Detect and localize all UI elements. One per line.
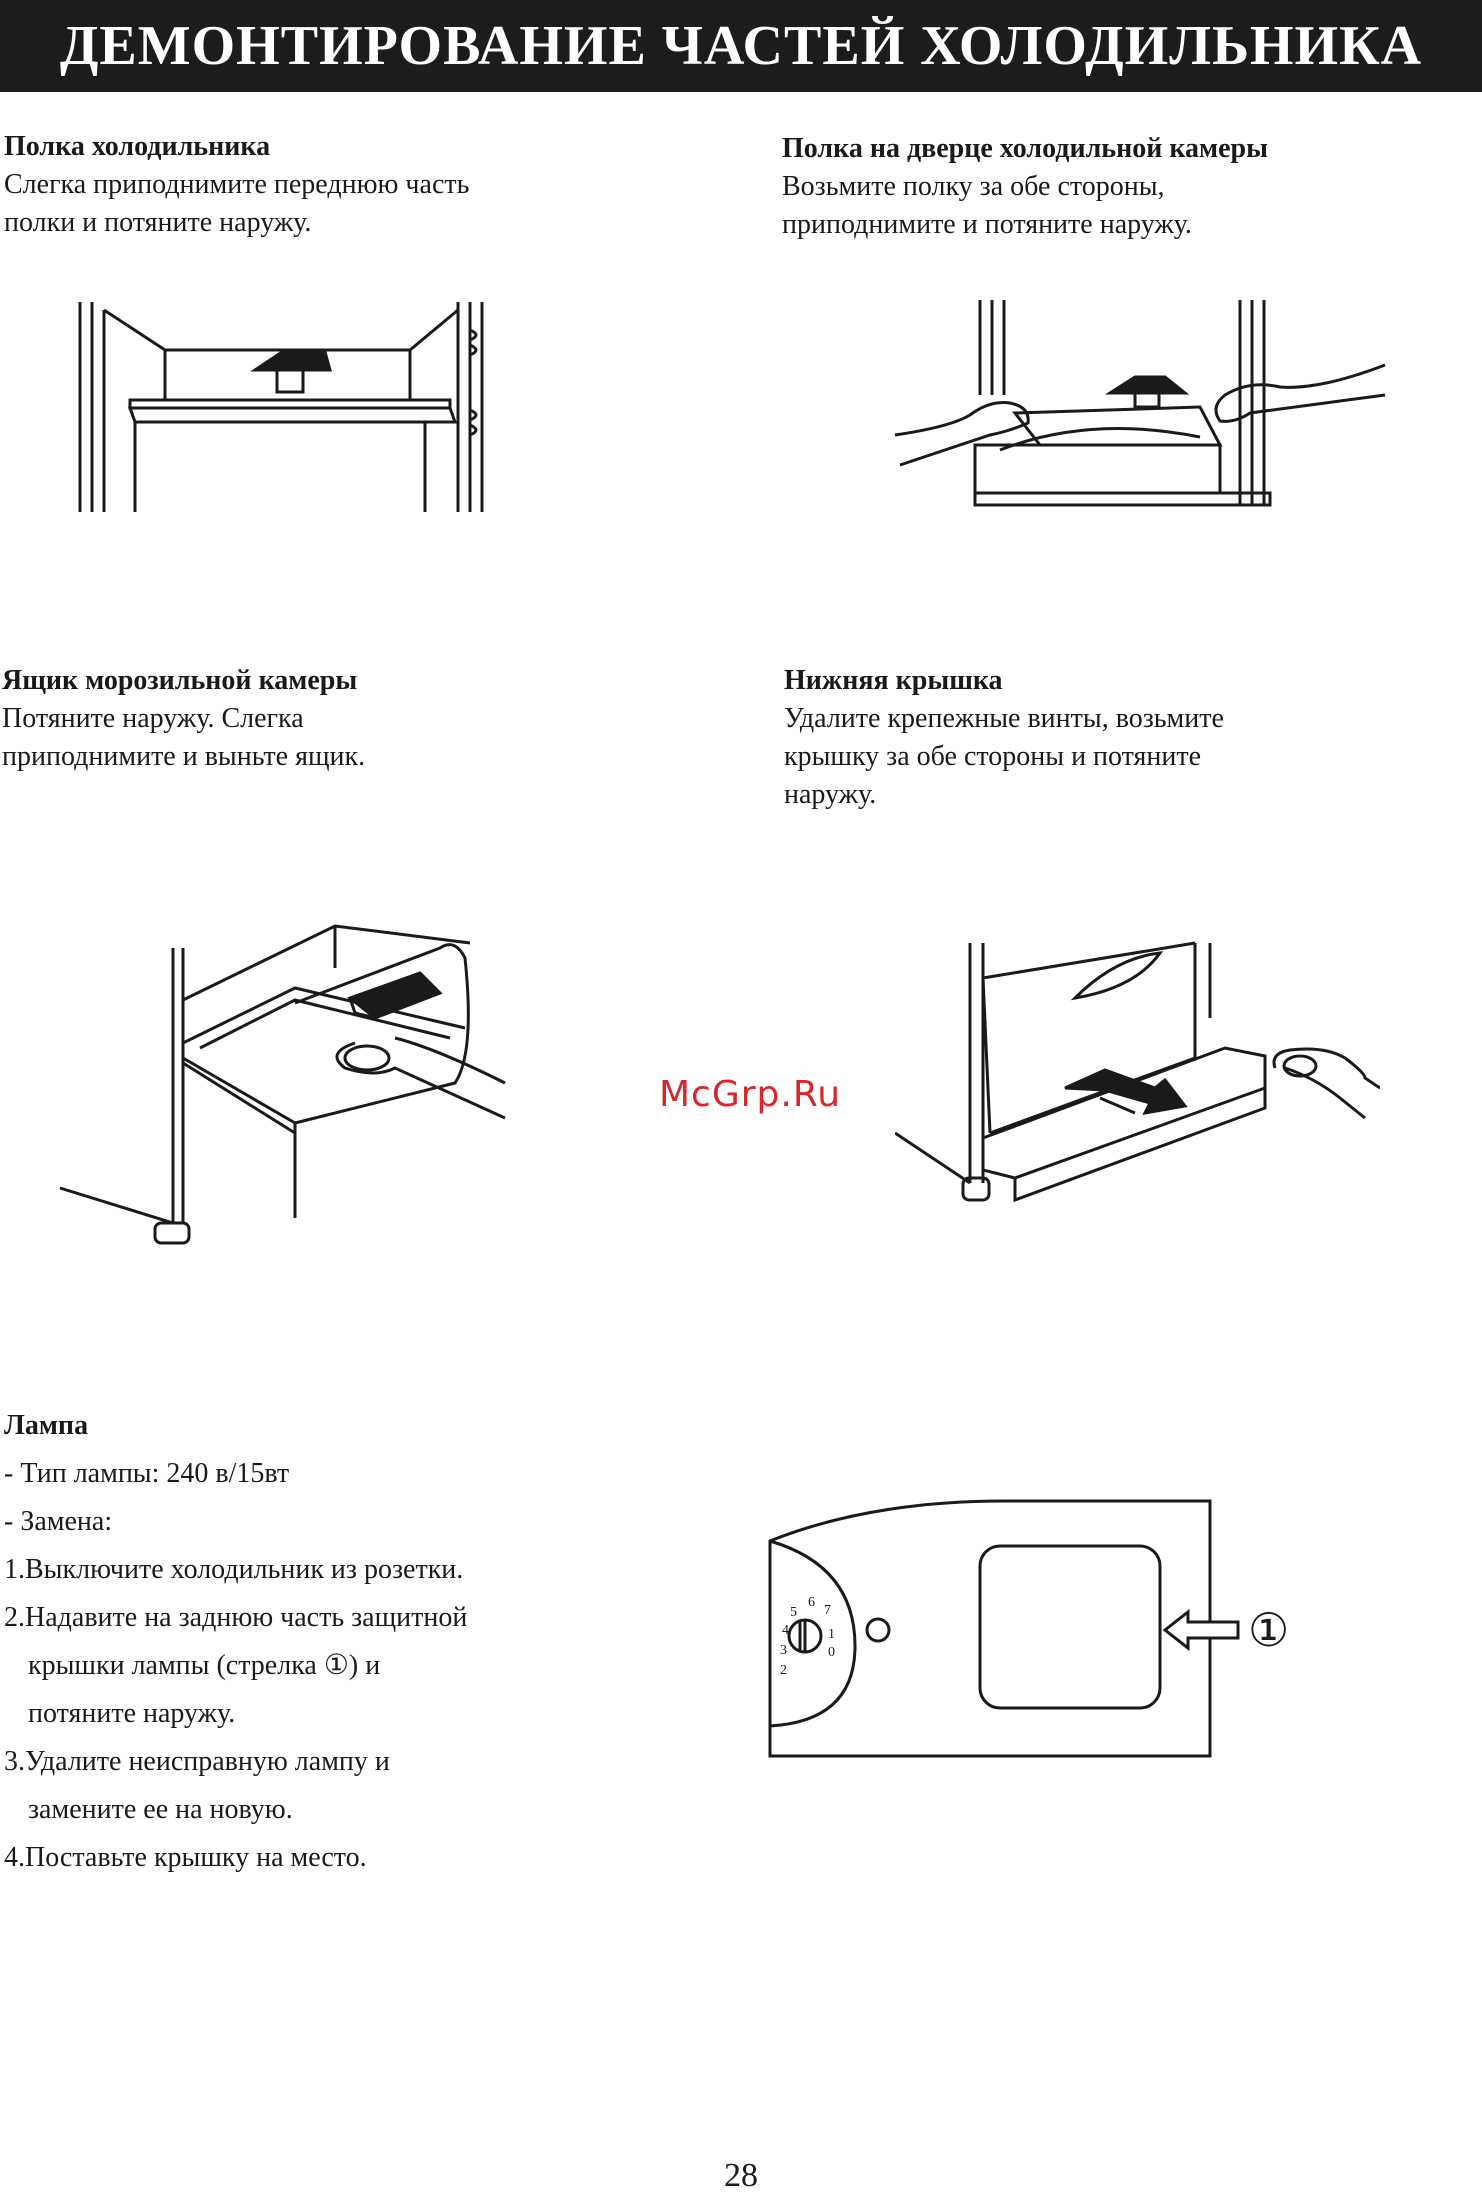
lamp-step-continued: замените ее на новую.: [28, 1794, 293, 1825]
lamp-step: 1.Выключите холодильник из розетки.: [4, 1554, 464, 1585]
section-bottom-cover: Нижняя крышка Удалите крепежные винты, в…: [784, 662, 1464, 814]
section-fridge-shelf: Полка холодильника Слегка приподнимите п…: [4, 128, 624, 242]
section-body: Потяните наружу. Слегка приподнимите и в…: [2, 703, 366, 772]
dial-number: 2: [780, 1663, 787, 1678]
lamp-type-line: - Тип лампы: 240 в/15вт: [4, 1458, 290, 1489]
section-door-shelf: Полка на дверце холодильной камеры Возьм…: [782, 130, 1462, 244]
callout-number: ①: [1248, 1603, 1289, 1657]
freezer-drawer-illustration: [59, 924, 506, 1245]
section-title: Ящик морозильной камеры: [2, 665, 358, 696]
section-title: Полка холодильника: [4, 131, 271, 162]
lamp-step: 3.Удалите неисправную лампу и: [4, 1746, 390, 1777]
page-header: ДЕМОНТИРОВАНИЕ ЧАСТЕЙ ХОЛОДИЛЬНИКА: [0, 0, 1482, 92]
lamp-cover-illustration: 2 3 4 5 6 7 1 0 ①: [768, 1499, 1289, 1758]
dial-number: 6: [808, 1595, 815, 1610]
section-title: Нижняя крышка: [784, 665, 1003, 696]
watermark: McGrp.Ru: [658, 1074, 842, 1115]
lamp-replace-line: - Замена:: [4, 1506, 113, 1537]
section-body: Удалите крепежные винты, возьмите крышку…: [784, 703, 1224, 810]
dial-number: 1: [828, 1627, 835, 1642]
dial-number: 7: [824, 1603, 831, 1618]
bottom-cover-illustration: [895, 941, 1380, 1203]
dial-number: 4: [782, 1623, 789, 1638]
lamp-step: 2.Надавите на заднюю часть защитной: [4, 1602, 468, 1633]
section-lamp: Лампа - Тип лампы: 240 в/15вт - Замена: …: [4, 1402, 644, 1882]
lamp-step: 4.Поставьте крышку на место.: [4, 1842, 367, 1873]
dial-number: 0: [828, 1645, 835, 1660]
section-title: Полка на дверце холодильной камеры: [782, 133, 1268, 164]
lamp-step-continued: потяните наружу.: [28, 1698, 236, 1729]
door-shelf-illustration: [894, 300, 1386, 507]
fridge-shelf-illustration: [78, 302, 484, 512]
section-title: Лампа: [4, 1410, 89, 1441]
lamp-step-continued: крышки лампы (стрелка ①) и: [28, 1650, 381, 1681]
page-title: ДЕМОНТИРОВАНИЕ ЧАСТЕЙ ХОЛОДИЛЬНИКА: [59, 15, 1423, 77]
dial-number: 3: [780, 1643, 787, 1658]
section-freezer-drawer: Ящик морозильной камеры Потяните наружу.…: [2, 662, 622, 776]
page-number: 28: [724, 2157, 758, 2194]
section-body: Возьмите полку за обе стороны, приподним…: [782, 171, 1192, 240]
dial-number: 5: [790, 1605, 797, 1620]
section-body: Слегка приподнимите переднюю часть полки…: [4, 169, 470, 238]
